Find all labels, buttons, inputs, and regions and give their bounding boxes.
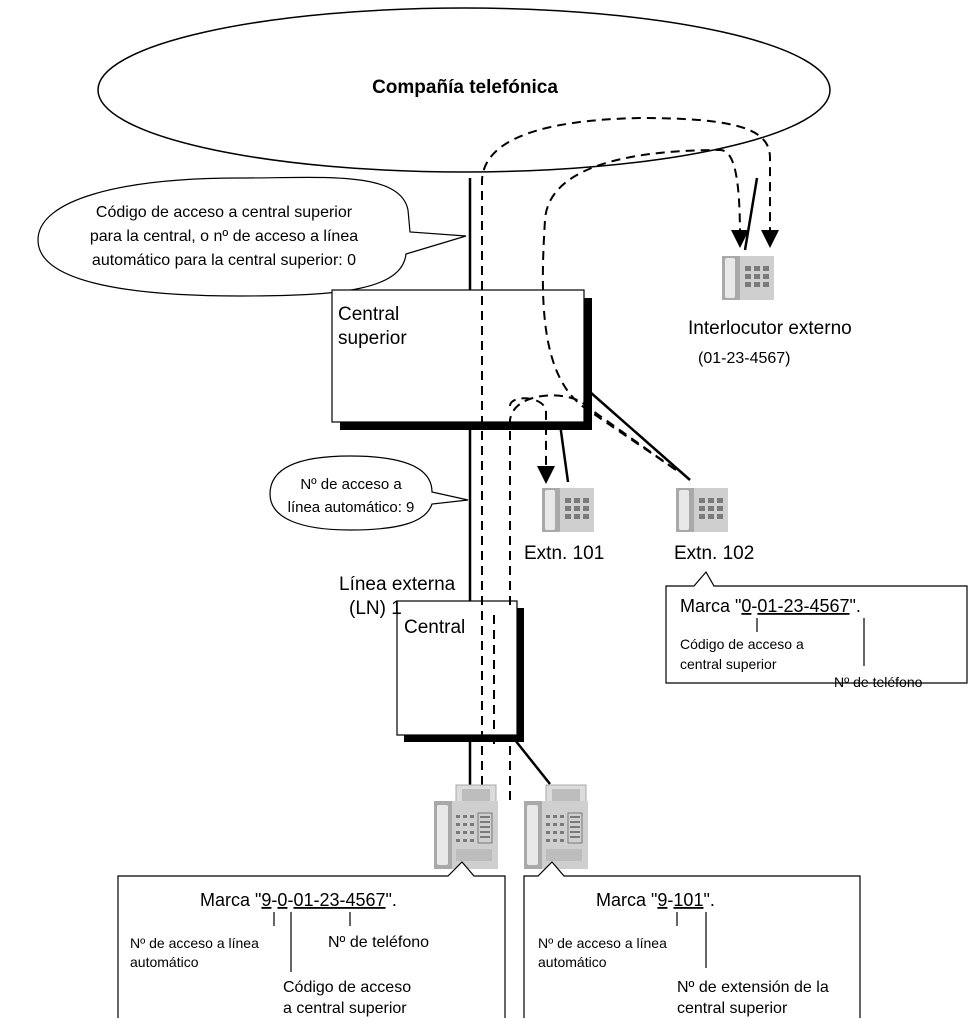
path-ext102-to-external [541, 148, 741, 471]
right-extension-phone-icon [523, 784, 589, 870]
pbx-box [396, 600, 518, 736]
host-pbx-box [331, 289, 585, 423]
trunk-label-2: (LN) 1 [349, 598, 402, 619]
ext-101-label: Extn. 101 [524, 543, 604, 564]
ext102-dial-box: Marca "0-01-23-4567". Código de acceso a… [665, 570, 968, 690]
path-right-phone-to-ext102 [509, 394, 677, 800]
right-dial-text: Marca "9-101". [596, 890, 715, 910]
company-label: Compañía telefónica [372, 77, 558, 98]
call-paths [481, 116, 771, 800]
pbx-label: Central [404, 617, 465, 638]
arrow-ext-101 [537, 466, 555, 484]
left-dial-text: Marca "9-0-01-23-4567". [200, 890, 397, 910]
trunk-label-1: Línea externa [339, 574, 456, 595]
line-ext-102 [589, 391, 691, 481]
line-external-party [743, 177, 759, 251]
line-access-line-2: línea automático: 9 [288, 499, 415, 516]
ext-102-label: Extn. 102 [674, 543, 754, 564]
left-number-note: Nº de teléfono [328, 934, 429, 951]
left-d1-note-1: Nº de acceso a línea [130, 935, 259, 951]
right-d1-note-2: automático [538, 954, 607, 970]
host-pbx-label-2: superior [338, 328, 407, 349]
path-left-phone-to-external [481, 116, 771, 800]
arrow-external-2 [731, 230, 749, 248]
ext102-code-note-1: Código de acceso a [680, 636, 804, 652]
right-d1-note-1: Nº de acceso a línea [538, 935, 667, 951]
ext102-number-note: Nº de teléfono [834, 674, 923, 690]
external-party-name: Interlocutor externo [688, 318, 852, 339]
left-dial-box: Marca "9-0-01-23-4567". Nº de acceso a l… [117, 861, 506, 1018]
ext-102-phone-icon [676, 488, 728, 532]
co-access-line-3: automático para la central superior: 0 [92, 252, 356, 269]
line-access-line-1: Nº de acceso a [300, 476, 402, 493]
line-ext-101 [558, 423, 570, 483]
line-phone-right [514, 739, 551, 785]
right-ext-note-1: Nº de extensión de la [677, 979, 829, 996]
host-pbx-label-1: Central [338, 304, 399, 325]
ext-101-phone-icon [542, 488, 594, 532]
left-d1-note-2: automático [130, 954, 199, 970]
ext102-dial-text: Marca "0-01-23-4567". [680, 596, 861, 616]
ext102-code-note-2: central superior [680, 656, 777, 672]
co-access-line-2: para la central, o nº de acceso a línea [90, 228, 358, 245]
left-d2-note-2: a central superior [283, 1000, 407, 1017]
line-access-callout: Nº de acceso a línea automático: 9 [269, 455, 469, 531]
right-dial-box: Marca "9-101". Nº de acceso a línea auto… [523, 861, 861, 1018]
left-d2-note-1: Código de acceso [283, 979, 411, 996]
left-extension-phone-icon [433, 784, 499, 870]
co-access-line-1: Código de acceso a central superior [96, 204, 353, 221]
company-ellipse [97, 7, 831, 173]
right-ext-note-2: central superior [677, 1000, 788, 1017]
arrow-external-1 [761, 230, 779, 248]
co-access-callout: Código de acceso a central superior para… [37, 176, 467, 297]
external-party-phone-icon [722, 256, 774, 300]
path-to-ext101 [509, 397, 547, 474]
external-party-number: (01-23-4567) [698, 350, 791, 367]
